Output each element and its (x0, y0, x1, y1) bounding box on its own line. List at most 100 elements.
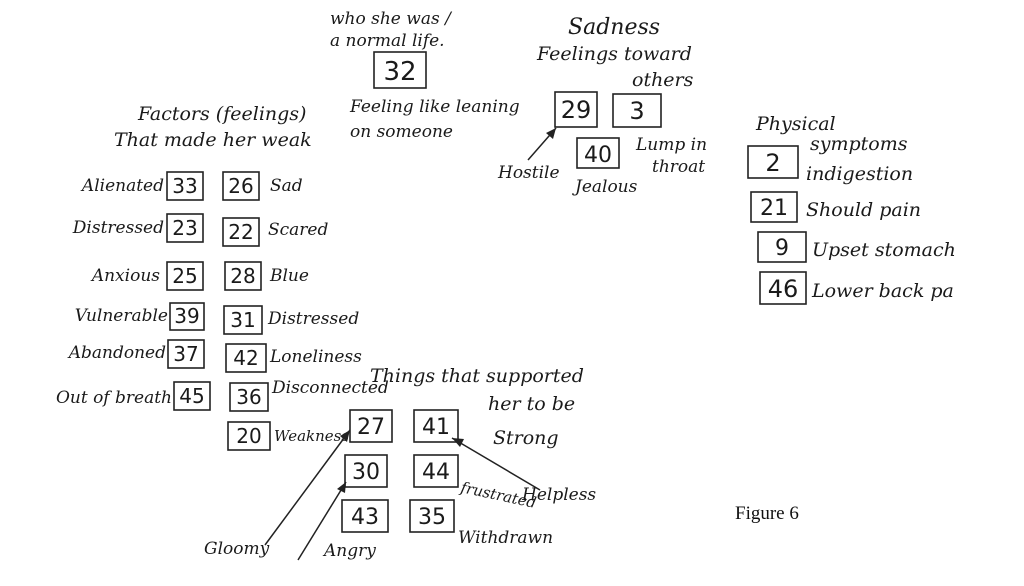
weak-right-box (229, 382, 269, 412)
weak-right-number: 26 (228, 174, 253, 198)
weak-right-row-1: 26 Sad (222, 171, 303, 201)
sadness-subtitle-line2: others (632, 69, 694, 91)
label-angry: Angry (322, 541, 376, 561)
node-30-number: 30 (352, 460, 380, 485)
node-35-box (409, 499, 455, 533)
node-32-box (373, 51, 427, 89)
physical-title-line1: Physical (755, 113, 836, 135)
physical-number: 2 (765, 149, 780, 177)
physical-label: Lower back pa (811, 280, 954, 302)
weak-title-line2: That made her weak (114, 129, 312, 151)
weak-right-number: 22 (228, 220, 253, 244)
weak-left-number: 39 (174, 304, 199, 328)
arrow-gloomy (264, 429, 351, 546)
node-43: 43 (341, 499, 389, 533)
node-29: 29 (554, 91, 598, 128)
weak-right-number: 36 (236, 385, 261, 409)
weak-left-label: Vulnerable (75, 306, 168, 326)
weak-right-row-2: 22 Scared (222, 217, 328, 247)
weak-left-number: 25 (172, 264, 197, 288)
sadness-subtitle-line1: Feelings toward (536, 43, 692, 65)
sadness-title: Sadness (568, 15, 660, 40)
weak-right-label: Distressed (267, 309, 359, 329)
weak-right-number: 20 (236, 424, 261, 448)
weak-right-label: Weakness (274, 427, 349, 445)
weak-left-box (166, 171, 204, 201)
weak-left-label: Alienated (80, 176, 164, 196)
label-hostile: Hostile (497, 163, 560, 183)
node-35-number: 35 (418, 505, 446, 530)
node-3-number: 3 (629, 97, 644, 125)
node-27-number: 27 (357, 415, 385, 440)
physical-box (759, 271, 807, 305)
physical-box (747, 145, 799, 179)
weak-left-box (173, 381, 211, 411)
node-32-number: 32 (383, 57, 416, 87)
node-29-box (554, 91, 598, 128)
physical-row-2: 21 Should pain (750, 191, 921, 223)
weak-right-box (227, 421, 271, 451)
weak-right-box (224, 261, 262, 291)
arrowhead-angry (337, 482, 346, 493)
weak-right-number: 28 (230, 264, 255, 288)
weak-left-row-3: Anxious 25 (90, 261, 204, 291)
weak-right-box (223, 305, 263, 335)
figure-caption: Figure 6 (735, 503, 799, 524)
strong-title-line2: her to be (488, 393, 575, 415)
weak-right-number: 42 (233, 346, 258, 370)
label-helpless: Helpless (521, 485, 596, 505)
weak-left-number: 37 (173, 342, 198, 366)
arrowhead-helpless (452, 438, 464, 447)
node-29-number: 29 (561, 96, 592, 124)
weak-left-label: Abandoned (67, 343, 166, 363)
weak-right-label: Sad (270, 176, 303, 196)
physical-box (750, 191, 798, 223)
label-jealous: Jealous (572, 177, 638, 197)
weak-left-box (166, 213, 204, 243)
arrowhead-gloomy (340, 430, 350, 442)
node-35: 35 (409, 499, 455, 533)
weak-left-row-6: Out of breath 45 (56, 381, 211, 411)
weak-left-label: Distressed (72, 218, 164, 238)
weak-right-row-6: 36 Disconnected (229, 378, 389, 412)
label-gloomy: Gloomy (204, 539, 270, 559)
weak-left-label: Out of breath (56, 388, 172, 408)
node-27-box (349, 409, 393, 443)
physical-label: indigestion (806, 163, 913, 185)
weak-title-line1: Factors (feelings) (137, 103, 306, 125)
weak-left-box (166, 261, 204, 291)
node-30-box (344, 454, 388, 488)
node-43-number: 43 (351, 505, 379, 530)
weak-left-label: Anxious (90, 266, 160, 286)
strong-title-line1: Things that supported (370, 365, 584, 387)
physical-row-3: 9 Upset stomach (757, 231, 956, 263)
physical-row-1: 2 indigestion (747, 145, 913, 185)
weak-right-number: 31 (230, 308, 255, 332)
node-44: 44 (413, 454, 459, 488)
weak-left-number: 45 (179, 384, 204, 408)
physical-title-line2: symptoms (810, 133, 908, 155)
node-41-box (413, 409, 459, 443)
weak-right-box (225, 343, 267, 373)
weak-right-label: Scared (268, 220, 328, 240)
weak-left-box (167, 339, 205, 369)
weak-left-row-4: Vulnerable 39 (75, 302, 205, 331)
node-41: 41 (413, 409, 459, 443)
arrowhead-hostile (546, 128, 556, 139)
weak-right-row-3: 28 Blue (224, 261, 309, 291)
weak-right-label: Loneliness (269, 347, 362, 367)
node-44-number: 44 (422, 460, 450, 485)
top-note-line2: a normal life. (330, 31, 445, 51)
weak-right-label: Blue (269, 266, 309, 286)
physical-number: 9 (775, 236, 789, 261)
node-3: 3 (612, 93, 662, 128)
node-40-box (576, 137, 620, 169)
physical-number: 21 (760, 196, 788, 221)
weak-right-label: Disconnected (271, 378, 389, 398)
physical-number: 46 (768, 275, 799, 303)
label-frustrated: frustrated (458, 478, 538, 512)
physical-box (757, 231, 807, 263)
weak-right-box (222, 217, 260, 247)
weak-right-row-7: 20 Weakness (227, 421, 349, 451)
